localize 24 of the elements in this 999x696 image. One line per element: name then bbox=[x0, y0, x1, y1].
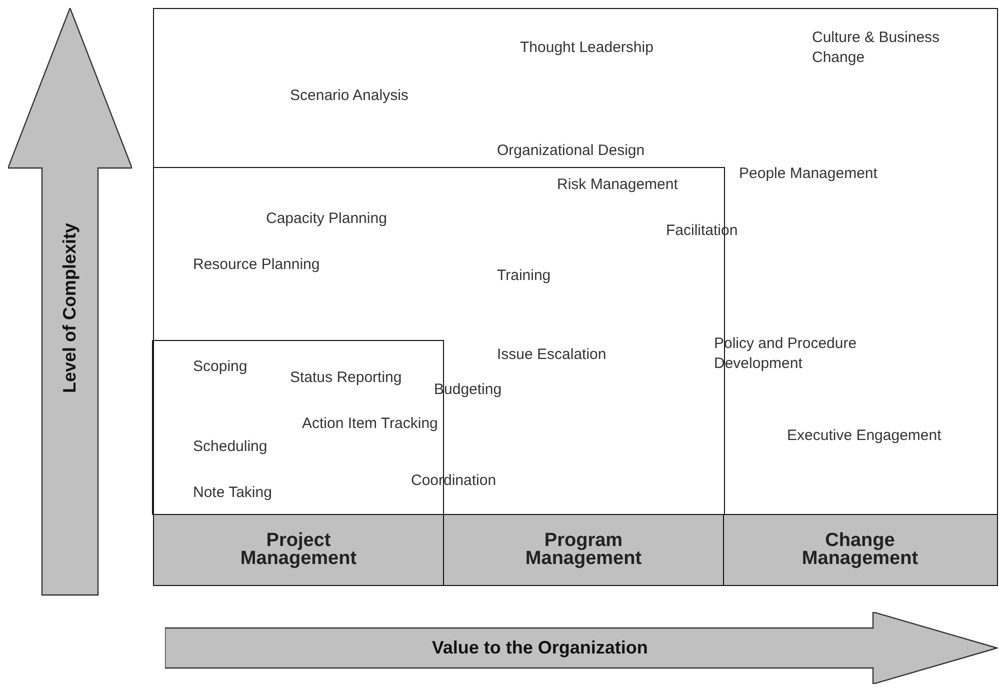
skill-label: Scheduling bbox=[193, 437, 268, 457]
skill-label: Training bbox=[497, 266, 551, 286]
region-box bbox=[153, 8, 998, 586]
axis-arrow bbox=[8, 8, 132, 596]
skill-label: Thought Leadership bbox=[520, 38, 654, 58]
skill-label: Culture & Business Change bbox=[812, 28, 941, 68]
skill-label: Resource Planning bbox=[193, 255, 320, 275]
skill-label: Executive Engagement bbox=[787, 426, 942, 446]
axis-title: Level of Complexity bbox=[60, 222, 80, 394]
skill-label: Action Item Tracking bbox=[302, 414, 438, 434]
category-band: Program Management bbox=[442, 514, 724, 586]
axis-arrow bbox=[165, 612, 998, 684]
skill-label: Scoping bbox=[193, 357, 248, 377]
skill-label: Risk Management bbox=[557, 175, 678, 195]
skill-label: Issue Escalation bbox=[497, 345, 606, 365]
category-band: Change Management bbox=[722, 514, 998, 586]
skill-label: Scenario Analysis bbox=[290, 86, 408, 106]
skill-label: Note Taking bbox=[193, 483, 272, 503]
skill-label: People Management bbox=[739, 164, 878, 184]
skill-label: Organizational Design bbox=[497, 141, 645, 161]
skill-label: Capacity Planning bbox=[266, 209, 387, 229]
axis-title: Value to the Organization bbox=[432, 638, 648, 658]
skill-label: Status Reporting bbox=[290, 368, 402, 388]
category-band: Project Management bbox=[152, 514, 444, 586]
